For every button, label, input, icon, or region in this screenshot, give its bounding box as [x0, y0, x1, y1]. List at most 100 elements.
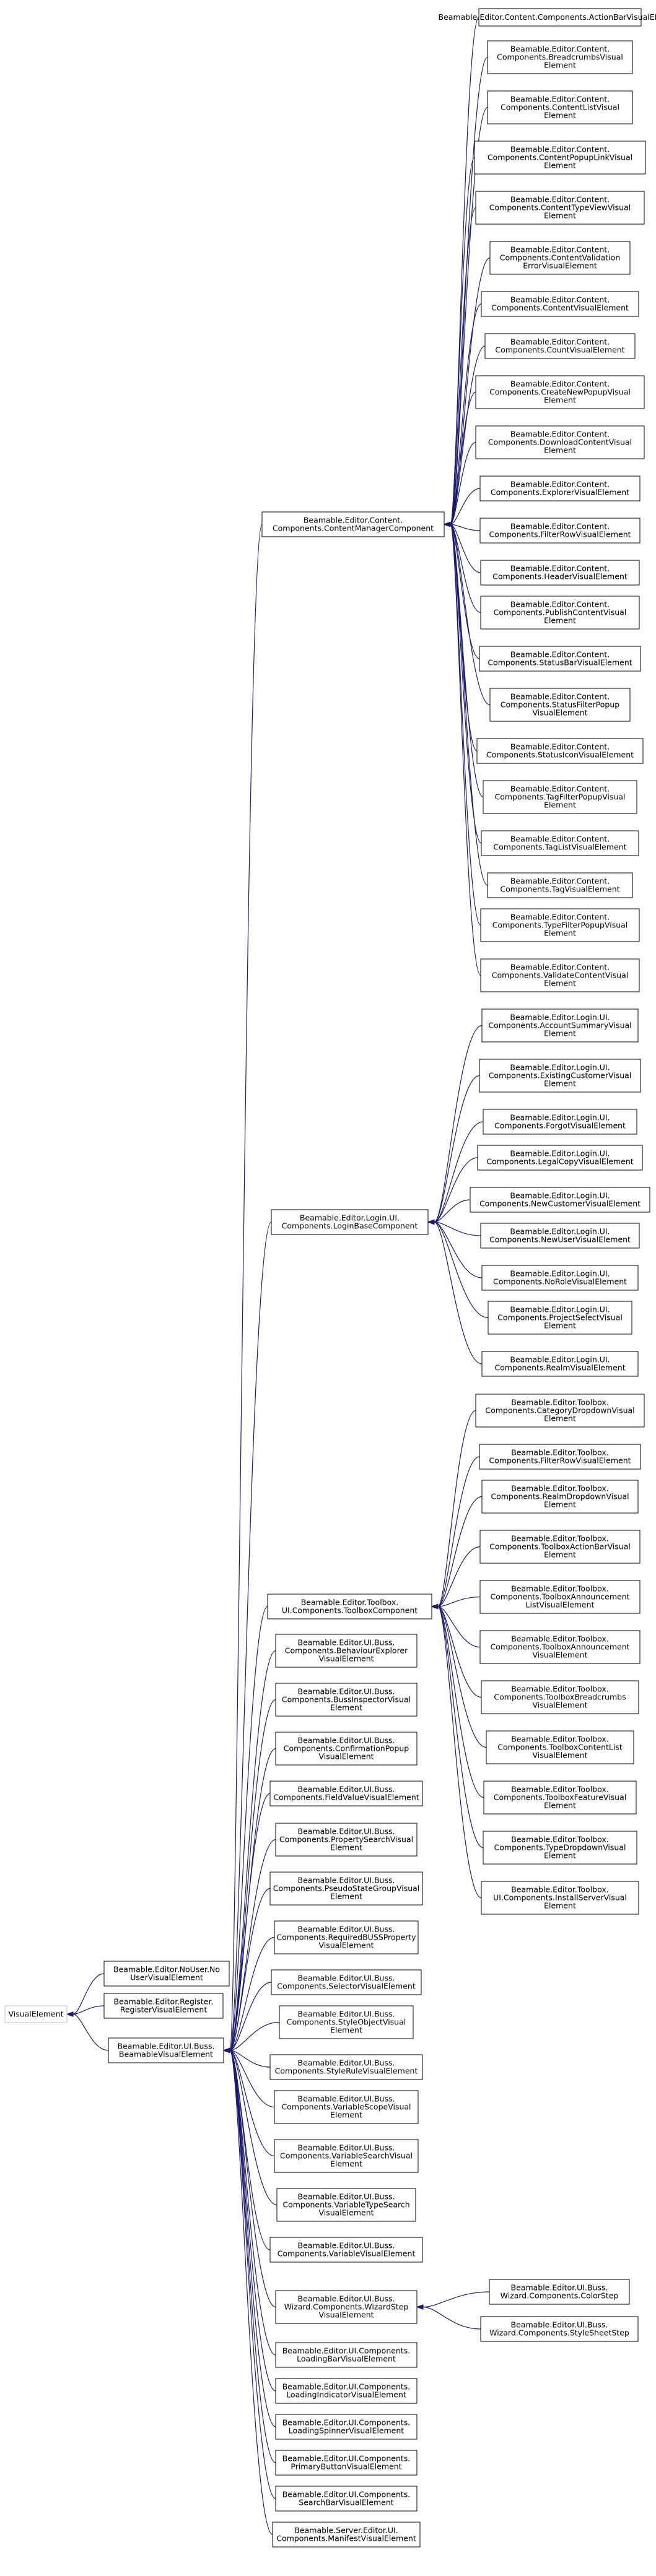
class-node-box: [275, 1732, 418, 1766]
class-node-label: Beamable.Editor.Content.: [510, 692, 610, 701]
class-node-announcement-list[interactable]: Beamable.Editor.Toolbox.Components.Toolb…: [479, 1580, 641, 1614]
class-node-new-user[interactable]: Beamable.Editor.Login.UI.Components.NewU…: [480, 1223, 640, 1249]
class-node-tag-filter-popup[interactable]: Beamable.Editor.Content.Components.TagFi…: [483, 780, 637, 814]
class-node-filter-row-toolbox[interactable]: Beamable.Editor.Toolbox.Components.Filte…: [479, 1444, 641, 1470]
class-node-label: Components.NoRoleVisualElement: [493, 1277, 627, 1286]
class-node-manifest-visual[interactable]: Beamable.Server.Editor.UI.Components.Man…: [272, 2522, 421, 2548]
class-node-style-object[interactable]: Beamable.Editor.UI.Buss.Components.Style…: [279, 2005, 414, 2039]
class-node-status-bar[interactable]: Beamable.Editor.Content.Components.Statu…: [479, 646, 641, 672]
class-node-required-buss[interactable]: Beamable.Editor.UI.Buss.Components.Requi…: [274, 1920, 419, 1954]
class-node-header[interactable]: Beamable.Editor.Content.Components.Heade…: [480, 560, 640, 586]
class-node-count[interactable]: Beamable.Editor.Content.Components.Count…: [484, 333, 636, 359]
class-node-behaviour-explorer[interactable]: Beamable.Editor.UI.Buss.Components.Behav…: [275, 1634, 418, 1668]
class-node-style-rule[interactable]: Beamable.Editor.UI.Buss.Components.Style…: [269, 2054, 423, 2080]
class-node-validate-content[interactable]: Beamable.Editor.Content.Components.Valid…: [480, 958, 640, 992]
class-node-toolbox-content-list[interactable]: Beamable.Editor.Toolbox.Components.Toolb…: [486, 1730, 634, 1764]
class-node-variable-search[interactable]: Beamable.Editor.UI.Buss.Components.Varia…: [274, 2139, 419, 2173]
class-node-variable-visual[interactable]: Beamable.Editor.UI.Buss.Components.Varia…: [269, 2237, 423, 2263]
class-node-content-visual[interactable]: Beamable.Editor.Content.Components.Conte…: [481, 291, 639, 317]
class-node-announcement-visual[interactable]: Beamable.Editor.Toolbox.Components.Toolb…: [479, 1630, 641, 1664]
class-node-box: [489, 688, 631, 722]
class-node-tag-list[interactable]: Beamable.Editor.Content.Components.TagLi…: [481, 830, 639, 856]
class-node-status-icon[interactable]: Beamable.Editor.Content.Components.Statu…: [476, 738, 644, 764]
class-node-register[interactable]: Beamable.Editor.Register.RegisterVisualE…: [103, 1993, 224, 2019]
class-node-content-list[interactable]: Beamable.Editor.Content.Components.Conte…: [487, 90, 633, 124]
class-node-type-filter-popup[interactable]: Beamable.Editor.Content.Components.TypeF…: [480, 908, 640, 942]
inheritance-edge-filter-row-toolbox-to-toolbox-component: [437, 1456, 480, 1607]
class-node-content-popup-link[interactable]: Beamable.Editor.Content.Components.Conte…: [474, 141, 646, 175]
class-node-forgot-visual[interactable]: Beamable.Editor.Login.UI.Components.Forg…: [483, 1109, 637, 1135]
class-node-explorer[interactable]: Beamable.Editor.Content.Components.Explo…: [479, 475, 641, 501]
class-node-toolbox-feature[interactable]: Beamable.Editor.Toolbox.Components.Toolb…: [483, 1780, 637, 1815]
class-node-label: Beamable.Editor.Toolbox.: [511, 1885, 609, 1894]
class-node-label: Beamable.Editor.Content.: [510, 95, 610, 104]
class-node-toolbox-action-bar[interactable]: Beamable.Editor.Toolbox.Components.Toolb…: [479, 1530, 641, 1564]
class-node-label: Beamable.Editor.Content.: [510, 600, 610, 609]
class-node-label: Components.ToolboxFeatureVisual: [494, 1793, 626, 1802]
class-node-label: Components.TagFilterPopupVisual: [494, 792, 625, 802]
class-node-confirmation-popup[interactable]: Beamable.Editor.UI.Buss.Components.Confi…: [275, 1732, 418, 1766]
class-node-no-user[interactable]: Beamable.Editor.NoUser.NoUserVisualEleme…: [103, 1961, 230, 1987]
class-node-label: Components.ContentVisualElement: [491, 303, 629, 313]
class-node-buss[interactable]: Beamable.Editor.UI.Buss.BeamableVisualEl…: [108, 2037, 224, 2063]
class-node-filter-row-content[interactable]: Beamable.Editor.Content.Components.Filte…: [479, 518, 641, 544]
class-node-login-base[interactable]: Beamable.Editor.Login.UI.Components.Logi…: [271, 1209, 429, 1235]
class-node-variable-type-search[interactable]: Beamable.Editor.UI.Buss.Components.Varia…: [276, 2188, 416, 2222]
class-node-color-step[interactable]: Beamable.Editor.UI.Buss.Wizard.Component…: [489, 2279, 630, 2305]
class-node-label: Beamable.Editor.UI.Buss.: [298, 2294, 395, 2304]
class-node-label: Components.ContentValidation: [500, 253, 621, 262]
class-node-realm-dropdown[interactable]: Beamable.Editor.Toolbox.Components.Realm…: [481, 1480, 639, 1514]
class-node-loading-spinner[interactable]: Beamable.Editor.UI.Components.LoadingSpi…: [275, 2414, 418, 2440]
class-node-label: Components.StyleObjectVisual: [287, 2018, 406, 2027]
class-node-project-select[interactable]: Beamable.Editor.Login.UI.Components.Proj…: [488, 1301, 632, 1335]
class-node-search-bar[interactable]: Beamable.Editor.UI.Components.SearchBarV…: [275, 2486, 418, 2512]
class-node-visual-element[interactable]: VisualElement: [4, 2005, 68, 2023]
class-node-action-bar[interactable]: Beamable.Editor.Content.Components.Actio…: [439, 8, 656, 27]
class-node-label: Components.LegalCopyVisualElement: [486, 1157, 633, 1166]
class-node-no-role[interactable]: Beamable.Editor.Login.UI.Components.NoRo…: [481, 1265, 639, 1291]
inheritance-edge-realm-dropdown-to-toolbox-component: [437, 1496, 483, 1607]
inheritance-edge-selector-to-buss: [229, 1982, 272, 2051]
class-node-content-type-view[interactable]: Beamable.Editor.Content.Components.Conte…: [475, 191, 645, 225]
class-node-type-dropdown[interactable]: Beamable.Editor.Toolbox.Components.TypeD…: [483, 1831, 637, 1865]
class-node-status-filter-popup[interactable]: Beamable.Editor.Content.Components.Statu…: [489, 688, 631, 722]
class-node-download-content[interactable]: Beamable.Editor.Content.Components.Downl…: [475, 425, 645, 459]
class-node-tag-visual[interactable]: Beamable.Editor.Content.Components.TagVi…: [487, 872, 633, 898]
class-node-buss-inspector[interactable]: Beamable.Editor.UI.Buss.Components.BussI…: [275, 1683, 418, 1717]
class-node-breadcrumbs[interactable]: Beamable.Editor.Content.Components.Bread…: [487, 40, 633, 74]
class-node-install-server[interactable]: Beamable.Editor.Toolbox.UI.Components.In…: [481, 1881, 639, 1915]
edges-layer: [66, 17, 491, 2535]
arrowhead: [431, 1603, 439, 1610]
class-node-category-dropdown[interactable]: Beamable.Editor.Toolbox.Components.Categ…: [475, 1394, 645, 1428]
class-node-label: Element: [544, 800, 576, 810]
class-node-toolbox-breadcrumbs[interactable]: Beamable.Editor.Toolbox.Components.Toolb…: [481, 1680, 639, 1714]
class-node-box: [483, 1831, 637, 1865]
class-node-property-search[interactable]: Beamable.Editor.UI.Buss.Components.Prope…: [275, 1823, 418, 1857]
class-node-loading-bar[interactable]: Beamable.Editor.UI.Components.LoadingBar…: [275, 2342, 418, 2368]
class-node-legal-copy[interactable]: Beamable.Editor.Login.UI.Components.Lega…: [477, 1145, 643, 1171]
class-node-realm-visual[interactable]: Beamable.Editor.Login.UI.Components.Real…: [481, 1351, 639, 1377]
class-node-content-validation[interactable]: Beamable.Editor.Content.Components.Conte…: [489, 241, 631, 275]
class-node-create-new-popup[interactable]: Beamable.Editor.Content.Components.Creat…: [475, 375, 645, 409]
class-node-primary-button[interactable]: Beamable.Editor.UI.Components.PrimaryBut…: [275, 2450, 418, 2476]
class-node-field-value[interactable]: Beamable.Editor.UI.Buss.Components.Field…: [269, 1780, 423, 1806]
class-node-label: Beamable.Editor.UI.Buss.: [298, 1974, 395, 1983]
class-node-label: Element: [544, 61, 576, 70]
class-node-variable-scope[interactable]: Beamable.Editor.UI.Buss.Components.Varia…: [274, 2090, 419, 2124]
class-node-account-summary[interactable]: Beamable.Editor.Login.UI.Components.Acco…: [481, 1008, 639, 1043]
class-node-wizard-step[interactable]: Beamable.Editor.UI.Buss.Wizard.Component…: [275, 2290, 418, 2324]
class-node-selector[interactable]: Beamable.Editor.UI.Buss.Components.Selec…: [271, 1969, 422, 1995]
class-node-label: Components.DownloadContentVisual: [488, 438, 632, 447]
class-node-pseudo-state-group[interactable]: Beamable.Editor.UI.Buss.Components.Pseud…: [269, 1871, 423, 1906]
class-node-label: Beamable.Editor.Content.: [510, 913, 610, 922]
class-node-new-customer[interactable]: Beamable.Editor.Login.UI.Components.NewC…: [470, 1187, 650, 1213]
class-node-toolbox-component[interactable]: Beamable.Editor.Toolbox.UI.Components.To…: [267, 1594, 432, 1620]
class-node-box: [481, 1265, 639, 1291]
class-node-publish-content[interactable]: Beamable.Editor.Content.Components.Publi…: [480, 596, 640, 630]
class-node-existing-customer[interactable]: Beamable.Editor.Login.UI.Components.Exis…: [479, 1059, 641, 1093]
class-node-style-sheet-step[interactable]: Beamable.Editor.UI.Buss.Wizard.Component…: [480, 2316, 639, 2342]
class-node-box: [271, 1969, 422, 1995]
inheritance-edge-no-user-to-visual-element: [72, 1973, 105, 2015]
class-node-loading-indicator[interactable]: Beamable.Editor.UI.Components.LoadingInd…: [275, 2378, 418, 2404]
class-node-content-manager[interactable]: Beamable.Editor.Content.Components.Conte…: [261, 511, 445, 537]
